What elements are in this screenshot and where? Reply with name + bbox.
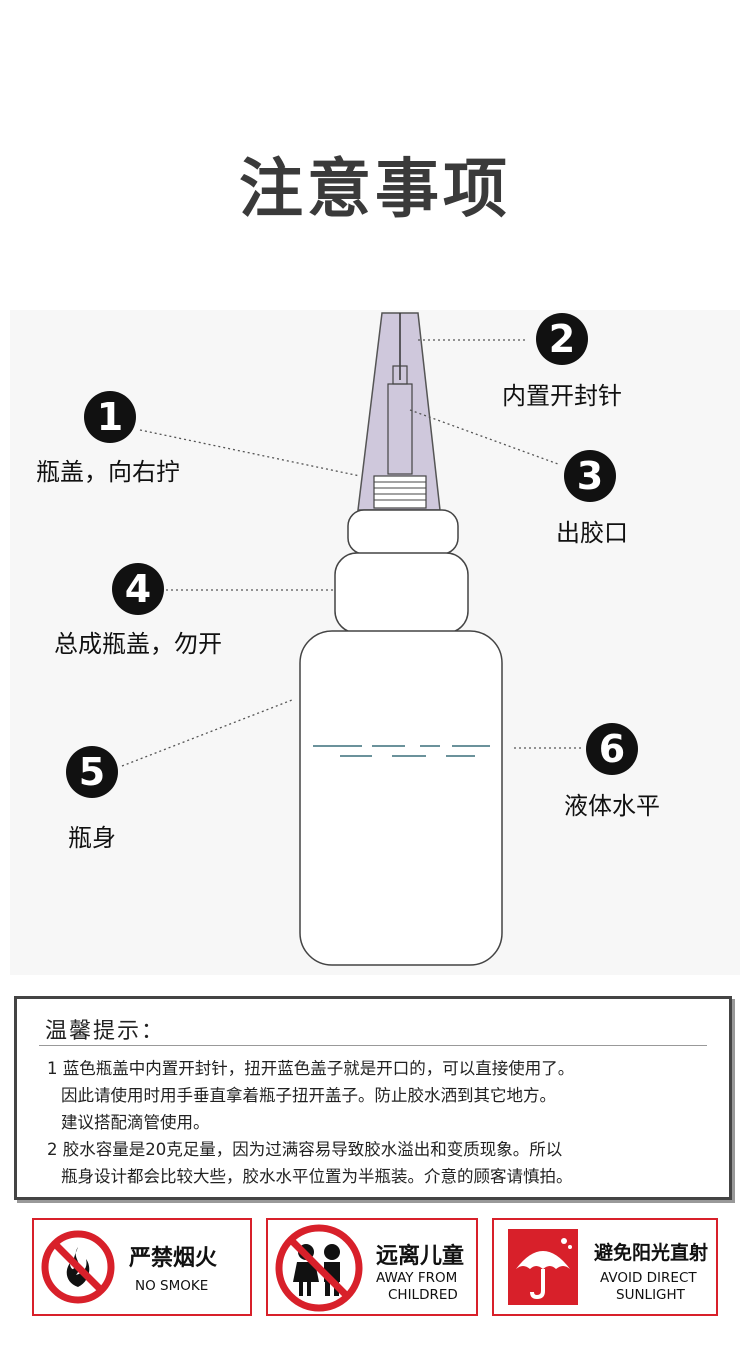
warning-subtitle-1: AVOID DIRECT [600,1270,697,1286]
tips-divider [39,1045,707,1046]
tip-line: 2 胶水容量是20克足量，因为过满容易导致胶水溢出和变质现象。所以 [47,1140,563,1159]
no-children-icon [275,1224,363,1312]
callout-label-4: 总成瓶盖，勿开 [54,630,222,658]
warning-title: 避免阳光直射 [594,1242,709,1264]
callout-badge-2: 2 [536,313,588,365]
tips-title: 温馨提示： [45,1019,166,1044]
callout-label-2: 内置开封针 [502,382,622,410]
callout-badge-4: 4 [112,563,164,615]
callout-label-5: 瓶身 [68,824,116,852]
cap-upper [347,509,459,555]
warning-subtitle-2: SUNLIGHT [616,1287,685,1303]
callout-label-6: 液体水平 [564,792,660,820]
warning-no-smoke: 严禁烟火 NO SMOKE [32,1218,252,1316]
warning-children: 远离儿童 AWAY FROM CHILDRED [266,1218,478,1316]
callout-badge-5: 5 [66,746,118,798]
tip-line: 建议搭配滴管使用。 [61,1113,210,1132]
tip-line: 因此请使用时用手垂直拿着瓶子扭开盖子。防止胶水洒到其它地方。 [61,1086,556,1105]
warning-subtitle-2: CHILDRED [388,1287,458,1303]
liquid-level [313,745,490,757]
callout-badge-6: 6 [586,723,638,775]
bottle-diagram [121,312,582,966]
bottle-body [299,630,503,966]
tip-line: 瓶身设计都会比较大些，胶水水平位置为半瓶装。介意的顾客请慎拍。 [61,1167,573,1186]
callout-badge-3: 3 [564,450,616,502]
leader-3 [409,409,559,465]
outlet-tube [387,383,413,475]
callout-label-1: 瓶盖，向右拧 [36,458,180,486]
cap-thread [373,475,427,509]
no-fire-icon [41,1230,115,1304]
warning-subtitle: NO SMOKE [135,1278,209,1294]
warning-title: 远离儿童 [376,1244,465,1269]
umbrella-icon [508,1229,578,1305]
tips-box: 温馨提示： 1 蓝色瓶盖中内置开封针，扭开蓝色盖子就是开口的，可以直接使用了。 … [14,996,732,1200]
warning-subtitle-1: AWAY FROM [376,1270,458,1286]
callout-label-3: 出胶口 [556,519,628,547]
page-title: 注意事项 [239,153,511,227]
warning-title: 严禁烟火 [129,1246,218,1271]
callout-badge-1: 1 [84,391,136,443]
leader-5 [121,699,293,767]
cap-assembly [334,552,469,634]
warning-sunlight: 避免阳光直射 AVOID DIRECT SUNLIGHT [492,1218,718,1316]
tip-line: 1 蓝色瓶盖中内置开封针，扭开蓝色盖子就是开口的，可以直接使用了。 [47,1059,575,1078]
